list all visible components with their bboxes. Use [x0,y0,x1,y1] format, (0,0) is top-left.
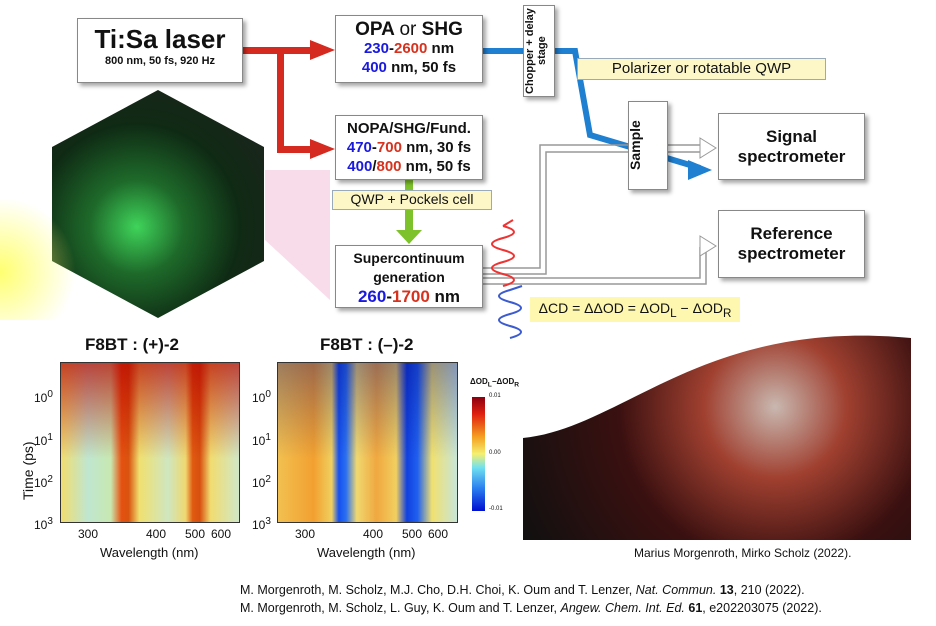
colorbar-tick: 0.00 [489,450,501,456]
x-axis-label: Wavelength (nm) [317,545,416,560]
circular-polarization-red-icon [491,219,515,287]
yellow-glow [0,200,80,320]
xtick: 300 [295,527,316,541]
ytick: 103 [34,516,53,532]
laser-spec: 800 nm, 50 fs, 920 Hz [104,55,216,67]
lab-photo [523,318,911,540]
sample-box: Sample [627,101,668,190]
xtick: 600 [428,527,449,541]
ytick: 103 [252,516,271,532]
xtick: 400 [146,527,167,541]
heatmap-minus [277,362,458,523]
x-axis-label: Wavelength (nm) [100,545,199,560]
red-beam-arrows [242,40,335,159]
heatmap-plus [60,362,240,523]
ytick: 100 [34,389,53,405]
photo-callout [265,170,330,300]
colorbar-tick: -0.01 [489,506,503,512]
white-probe-beams [483,144,707,285]
y-axis-label: Time (ps) [20,441,36,500]
reference-spectrometer: Reference spectrometer [718,210,865,278]
colorbar-label: ΔODL−ΔODR [470,377,520,389]
xtick: 500 [402,527,423,541]
reference-2: M. Morgenroth, M. Scholz, L. Guy, K. Oum… [240,601,822,615]
ytick: 101 [34,432,53,448]
reference-1: M. Morgenroth, M. Scholz, M.J. Cho, D.H.… [240,583,805,597]
ytick: 101 [252,432,271,448]
chopper-delay-stage: Chopper + delay stage [523,5,555,97]
nopa-box: NOPA/SHG/Fund. 470-700 nm, 30 fs 400/800… [335,115,483,180]
xtick: 300 [78,527,99,541]
photo-caption: Marius Morgenroth, Mirko Scholz (2022). [634,546,852,560]
xtick: 400 [363,527,384,541]
ytick: 102 [34,474,53,490]
colorbar [472,397,485,511]
xtick: 500 [185,527,206,541]
plot2-title: F8BT : (–)-2 [320,335,414,354]
signal-spectrometer: Signal spectrometer [718,113,865,180]
plot1-title: F8BT : (+)-2 [85,335,179,354]
laser-title: Ti:Sa laser [94,24,226,54]
delta-cd-formula: ΔCD = ΔΔOD = ΔODL − ΔODR [530,297,740,322]
ytick: 100 [252,389,271,405]
xtick: 600 [211,527,232,541]
polarizer-label: Polarizer or rotatable QWP [577,58,826,80]
laser-box: Ti:Sa laser 800 nm, 50 fs, 920 Hz [77,18,243,83]
colorbar-tick: 0.01 [489,393,501,399]
ytick: 102 [252,474,271,490]
opa-box: OPA or SHG 230-2600 nm 400 nm, 50 fs [335,15,483,83]
circular-polarization-blue-icon [498,285,523,339]
qwp-pockels-label: QWP + Pockels cell [332,190,492,210]
